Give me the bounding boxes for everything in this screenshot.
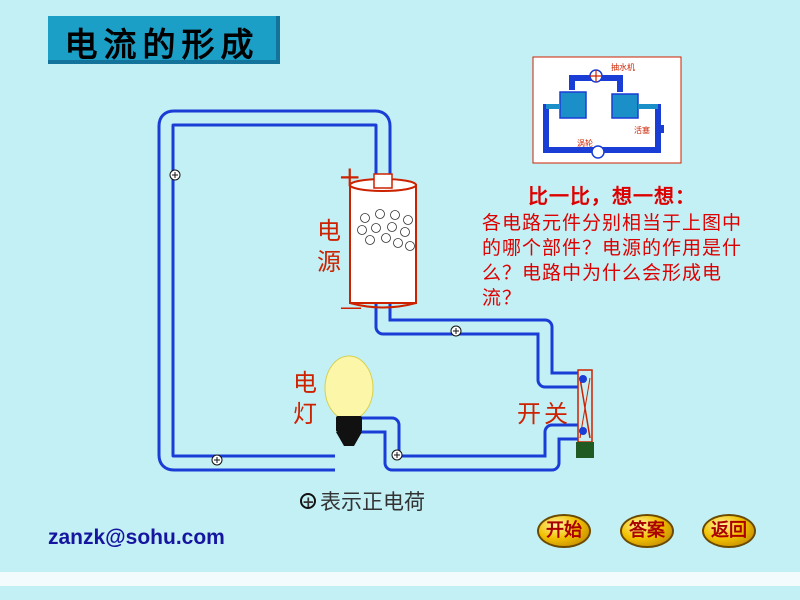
minus-sign: — [340,295,362,320]
power-source-label: 电源 [317,217,341,276]
lamp-label: 电灯 [293,369,317,428]
page-title: 电流的形成 [64,25,260,64]
turbine-label: 涡轮 [577,138,593,148]
positive-charge-icon: + [300,493,316,511]
plus-sign: + [338,160,362,193]
circuit-wires [157,109,584,472]
back-button[interactable]: 返回 [702,514,756,548]
switch [576,369,594,458]
footer-bar [0,572,800,586]
wire-charges [169,169,462,466]
legend: + 表示正电荷 [300,486,425,516]
positive-charge-icon [391,449,403,461]
positive-charge-icon [211,454,223,466]
author-email: zanzk@sohu.com [48,526,225,549]
question-title: 比一比，想一想： [528,184,696,208]
lamp [324,355,374,446]
water-analogy-diagram: 抽水机 涡轮 活塞 [532,56,682,164]
question-text: 各电路元件分别相当于上图中的哪个部件？电源的作用是什么？电路中为什么会形成电流？ [482,212,743,309]
title-banner: 电流的形成 [48,16,280,64]
legend-text: 表示正电荷 [320,490,425,514]
positive-charge-icon [169,169,181,181]
pump-label: 抽水机 [611,62,635,72]
answer-button[interactable]: 答案 [620,514,674,548]
valve-label: 活塞 [634,125,650,135]
positive-charge-icon [450,325,462,337]
switch-label: 开关 [517,400,571,428]
start-button[interactable]: 开始 [537,514,591,548]
battery [349,173,417,309]
